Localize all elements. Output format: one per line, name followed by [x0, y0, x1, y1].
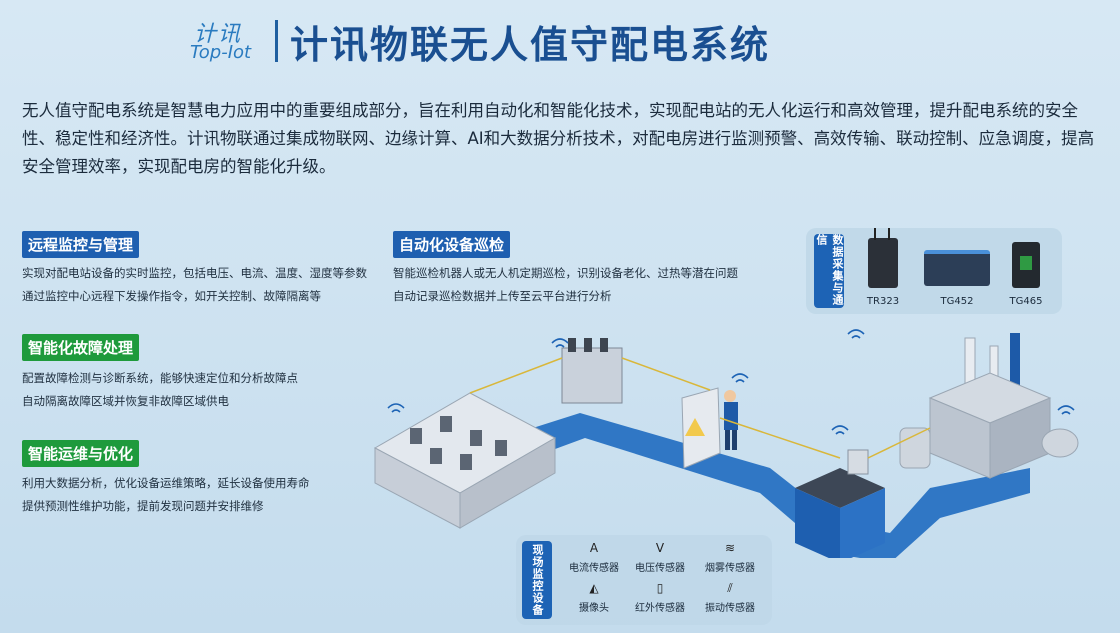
company-logo: 计讯 Top-Iot — [190, 16, 270, 66]
sensor-name: 振动传感器 — [705, 603, 755, 614]
sensors-panel: 现场监控设备 A 电流传感器 V 电压传感器 ≋ 烟雾传感器 ◭ 摄像头 ▯ 红… — [516, 535, 772, 625]
feature-title-auto-inspection: 自动化设备巡检 — [393, 231, 511, 258]
tg465-device-image — [1012, 242, 1040, 288]
transformer-icon — [561, 338, 623, 404]
factory-icon — [899, 333, 1079, 479]
page-title: 计讯物联无人值守配电系统 — [290, 23, 771, 67]
smoke-sensor-icon: ≋ — [724, 541, 736, 555]
distribution-room-icon — [795, 449, 885, 558]
connection-path — [470, 413, 1030, 558]
feature-desc-line: 实现对配电站设备的实时监控，包括电压、电流、温度、湿度等参数 — [22, 266, 367, 280]
feature-title-fault-handling: 智能化故障处理 — [22, 334, 140, 361]
tr323-device-image — [868, 228, 898, 288]
feature-desc-line: 智能巡检机器人或无人机定期巡检，识别设备老化、过热等潜在问题 — [393, 266, 738, 280]
voltage-sensor-icon: V — [655, 541, 665, 555]
sensor-name: 摄像头 — [579, 603, 609, 614]
substation-icon — [373, 392, 557, 529]
feature-desc-line: 通过监控中心远程下发操作指令，如开关控制、故障隔离等 — [22, 289, 321, 303]
infrared-sensor-icon: ▯ — [656, 581, 664, 595]
sensor-name: 电流传感器 — [569, 563, 619, 574]
device-name: TG452 — [940, 296, 974, 307]
switch-cabinet-icon — [681, 387, 738, 469]
vibration-sensor-icon: ⫽ — [727, 581, 733, 595]
logo-cn: 计讯 — [194, 22, 243, 47]
power-distribution-illustration — [373, 329, 1079, 558]
device-name: TR323 — [866, 296, 900, 307]
sensors-label: 现场监控设备 — [522, 541, 552, 619]
feature-desc-line: 利用大数据分析，优化设备运维策略，延长设备使用寿命 — [22, 476, 310, 490]
intro-paragraph: 无人值守配电系统是智慧电力应用中的重要组成部分，旨在利用自动化和智能化技术，实现… — [22, 101, 1095, 176]
device-name: TG465 — [1009, 296, 1043, 307]
tg452-device-image — [924, 250, 990, 286]
sensor-name: 红外传感器 — [635, 603, 685, 614]
feature-desc-line: 提供预测性维护功能，提前发现问题并安排维修 — [22, 499, 264, 513]
logo-en: Top-Iot — [190, 42, 252, 63]
feature-desc-line: 自动隔离故障区域并恢复非故障区域供电 — [22, 394, 229, 408]
feature-title-remote-monitoring: 远程监控与管理 — [22, 231, 140, 258]
feature-desc-line: 配置故障检测与诊断系统，能够快速定位和分析故障点 — [22, 371, 298, 385]
sensor-name: 电压传感器 — [635, 563, 685, 574]
feature-desc-line: 自动记录巡检数据并上传至云平台进行分析 — [393, 289, 612, 303]
title-divider — [275, 20, 278, 62]
feature-title-smart-maintenance: 智能运维与优化 — [22, 440, 140, 467]
sensor-name: 烟雾传感器 — [705, 563, 755, 574]
data-devices-label: 数据采集与通信 — [814, 234, 844, 308]
camera-icon: ◭ — [589, 581, 599, 595]
wifi-icon — [387, 329, 1075, 435]
data-devices-panel: 数据采集与通信 TR323 TG452 TG465 — [806, 228, 1062, 314]
current-sensor-icon: A — [589, 541, 599, 555]
